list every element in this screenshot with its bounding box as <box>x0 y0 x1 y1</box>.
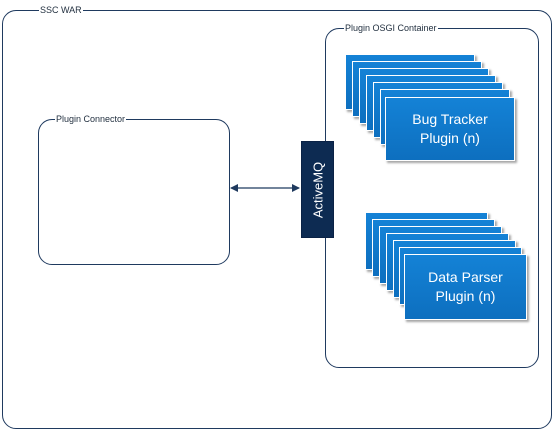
activemq-label: ActiveMQ <box>310 161 325 218</box>
plugin-connector-label: Plugin Connector <box>55 114 127 124</box>
data-parser-plugin-title: Data Parser <box>428 269 503 285</box>
ssc-war-label: SSC WAR <box>39 5 83 15</box>
plugin-osgi-container-label: Plugin OSGI Container <box>344 23 438 33</box>
bug-tracker-plugin-subtitle: Plugin (n) <box>420 130 480 146</box>
bug-tracker-plugin-title: Bug Tracker <box>412 111 488 127</box>
data-parser-plugin-card: Data Parser Plugin (n) <box>404 254 527 320</box>
bug-tracker-plugin-card: Bug Tracker Plugin (n) <box>385 97 515 161</box>
plugin-connector-frame: Plugin Connector <box>38 114 230 265</box>
ssc-war-frame: SSC WAR <box>2 5 552 429</box>
data-parser-plugin-subtitle: Plugin (n) <box>435 288 496 304</box>
activemq-box: ActiveMQ <box>301 141 334 238</box>
